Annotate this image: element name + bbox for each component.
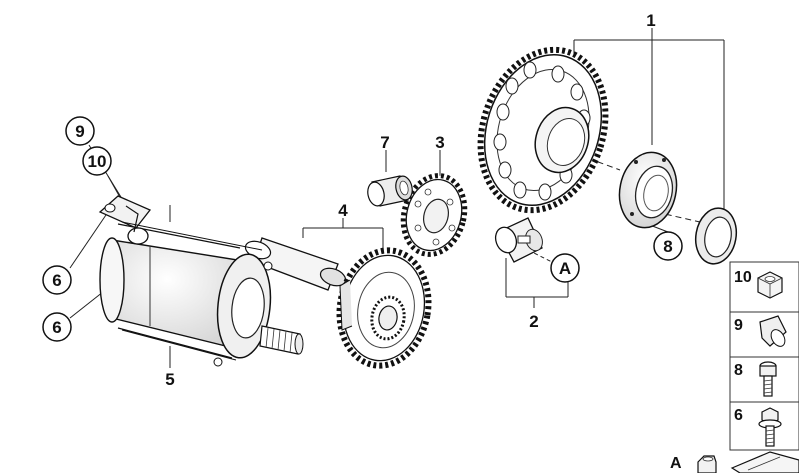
legend-label-a: A <box>670 455 682 472</box>
callout-6b: 6 <box>52 318 61 337</box>
callout-markers <box>42 116 683 342</box>
seal-ring <box>694 207 738 265</box>
idler-gear <box>400 173 468 257</box>
cap-icon <box>759 315 787 347</box>
callout-5: 5 <box>165 370 174 389</box>
legend-label-6: 6 <box>734 407 743 424</box>
reduction-gear <box>336 247 432 369</box>
callout-4: 4 <box>338 201 348 220</box>
callout-circle-6a <box>42 265 72 295</box>
callout-circle-8 <box>653 231 683 261</box>
callout-1: 1 <box>646 11 655 30</box>
callout-9: 9 <box>75 122 84 141</box>
legend-panel: 10 9 8 6 A <box>670 261 799 473</box>
ring-gear <box>477 46 609 214</box>
callout-labels: 1 2 3 4 5 6 6 7 8 9 10 A <box>52 11 672 389</box>
bearing-flange <box>618 151 678 229</box>
callout-circle-9 <box>65 116 95 146</box>
flange-bolt-icon <box>758 407 782 447</box>
socket-bolt-icon <box>759 361 777 397</box>
legend-detail-a <box>697 451 799 473</box>
hex-nut-icon <box>757 271 783 299</box>
callout-circle-10 <box>82 146 112 176</box>
callout-circle-6b <box>42 312 72 342</box>
callout-10: 10 <box>88 152 107 171</box>
callout-7: 7 <box>380 133 389 152</box>
starter-motor <box>98 195 304 367</box>
legend-label-10: 10 <box>734 269 752 286</box>
legend-label-8: 8 <box>734 362 743 379</box>
bushing <box>494 217 543 263</box>
callout-8: 8 <box>663 237 672 256</box>
legend-label-9: 9 <box>734 317 743 334</box>
callout-2: 2 <box>529 312 538 331</box>
needle-bearing <box>367 175 413 207</box>
callout-circle-a <box>550 253 580 283</box>
callout-a: A <box>559 259 571 278</box>
callout-3: 3 <box>435 133 444 152</box>
callout-6a: 6 <box>52 271 61 290</box>
